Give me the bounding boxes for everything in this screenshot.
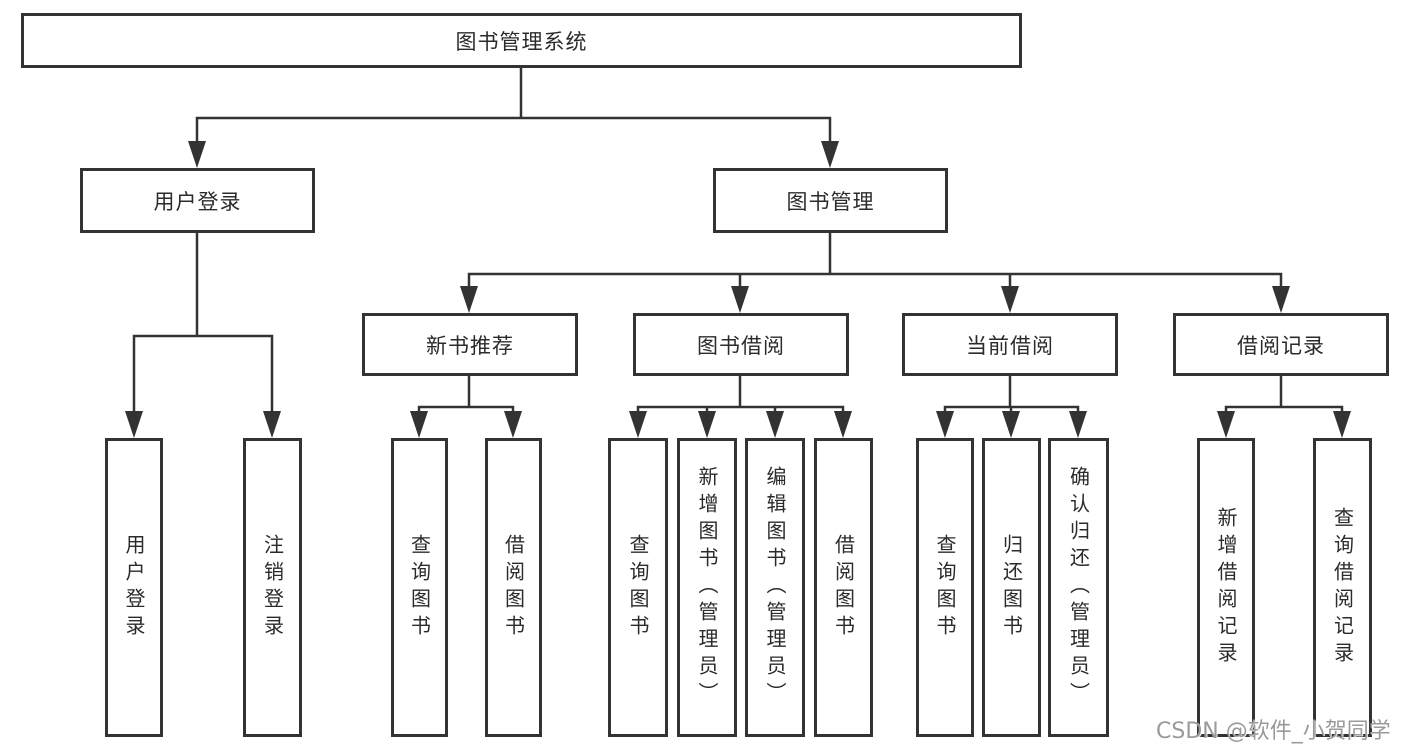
leaf-nbr-query-book-label: 查询图书 (407, 533, 432, 642)
node-root-label: 图书管理系统 (455, 29, 588, 54)
leaf-bb-borrow-book: 借阅图书 (814, 438, 873, 737)
node-book-borrow-label: 图书借阅 (697, 333, 785, 358)
arrowheads (125, 141, 1351, 438)
leaf-user-login-label: 用户登录 (122, 533, 146, 642)
leaf-cb-return-book-label: 归还图书 (999, 533, 1024, 642)
leaf-br-add-record-label: 新增借阅记录 (1214, 506, 1238, 669)
leaf-cb-query-book: 查询图书 (916, 438, 974, 737)
node-user-login-label: 用户登录 (153, 189, 242, 214)
leaf-cb-query-book-label: 查询图书 (933, 533, 957, 642)
leaf-logout-label: 注销登录 (260, 533, 285, 642)
node-new-book-recommend-label: 新书推荐 (426, 333, 514, 358)
leaf-bb-borrow-book-label: 借阅图书 (831, 533, 856, 642)
node-borrow-records: 借阅记录 (1173, 313, 1389, 376)
node-book-borrow: 图书借阅 (633, 313, 849, 376)
leaf-br-query-record: 查询借阅记录 (1313, 438, 1372, 737)
node-user-login: 用户登录 (80, 168, 315, 233)
node-book-management-label: 图书管理 (786, 189, 875, 214)
csdn-watermark: CSDN @软件_小贺同学 (1156, 719, 1391, 744)
leaf-bb-edit-book: 编辑图书（管理员） (745, 438, 805, 737)
node-current-borrow-label: 当前借阅 (966, 333, 1054, 358)
leaf-user-login: 用户登录 (105, 438, 163, 737)
node-new-book-recommend: 新书推荐 (362, 313, 578, 376)
leaf-bb-add-book: 新增图书（管理员） (677, 438, 737, 737)
leaf-cb-return-book: 归还图书 (982, 438, 1041, 737)
leaf-logout: 注销登录 (243, 438, 302, 737)
node-current-borrow: 当前借阅 (902, 313, 1118, 376)
leaf-bb-query-book: 查询图书 (608, 438, 668, 737)
leaf-nbr-query-book: 查询图书 (391, 438, 448, 737)
leaf-br-add-record: 新增借阅记录 (1197, 438, 1255, 737)
node-root: 图书管理系统 (21, 13, 1022, 68)
node-borrow-records-label: 借阅记录 (1237, 333, 1325, 358)
leaf-cb-confirm-return-label: 确认归还（管理员） (1066, 466, 1091, 709)
leaf-nbr-borrow-book-label: 借阅图书 (501, 533, 526, 642)
leaf-bb-edit-book-label: 编辑图书（管理员） (763, 466, 787, 709)
leaf-br-query-record-label: 查询借阅记录 (1330, 506, 1355, 669)
leaf-bb-add-book-label: 新增图书（管理员） (695, 466, 719, 709)
leaf-cb-confirm-return: 确认归还（管理员） (1048, 438, 1109, 737)
node-book-management: 图书管理 (713, 168, 948, 233)
leaf-nbr-borrow-book: 借阅图书 (485, 438, 542, 737)
leaf-bb-query-book-label: 查询图书 (626, 533, 650, 642)
